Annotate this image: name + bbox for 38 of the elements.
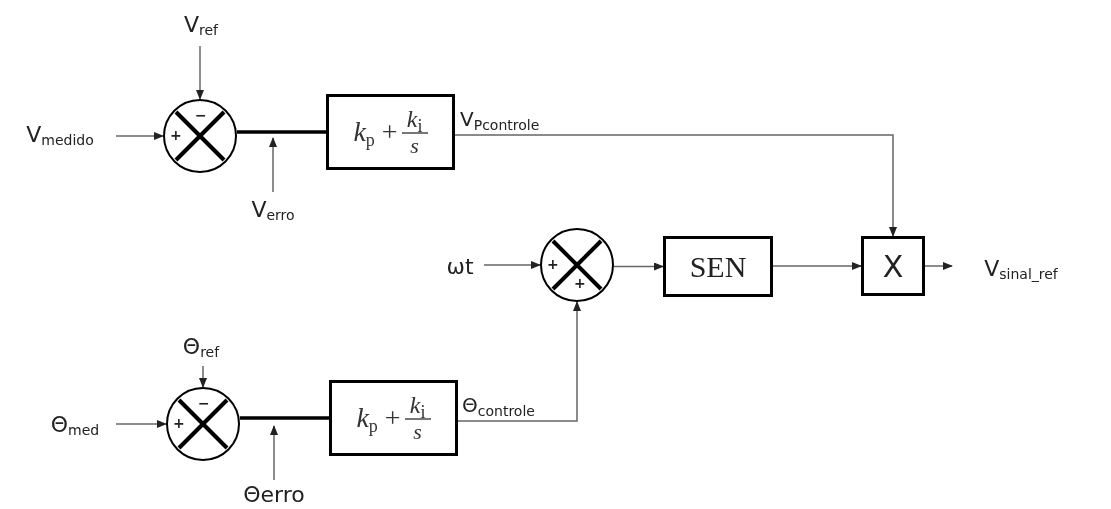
fraction-numerator: k$_{i}$ (406, 107, 423, 131)
arrow (483, 261, 541, 269)
arrow (199, 365, 207, 388)
signal-label: V$_{erro}$ (248, 192, 298, 226)
arrow (115, 420, 167, 428)
sign: − (198, 395, 210, 411)
signal-line (240, 416, 329, 420)
sign: + (170, 127, 182, 143)
function-block: X (861, 236, 925, 296)
fraction-denominator: s (410, 135, 419, 157)
arrow (457, 301, 581, 422)
controller-block (329, 380, 458, 456)
signal-label: Θ$_{ref}$ (176, 330, 226, 362)
sign: + (574, 275, 586, 291)
arrow (924, 262, 953, 270)
arrow (269, 137, 277, 193)
signal-label: V$_{sinal_ref}$ (956, 250, 1086, 286)
fraction-denominator: s (413, 421, 422, 443)
arrow (454, 134, 897, 237)
signal-label: Θ$_{med}$ (38, 406, 112, 442)
arrow (613, 262, 664, 271)
signal-label: ωt (440, 250, 480, 282)
formula-term: k$_{p}$ + (353, 115, 398, 152)
sign: − (195, 107, 207, 123)
arrow (196, 45, 204, 100)
signal-label: V$_{medido}$ (8, 116, 112, 152)
signal-label: Θerro (244, 480, 304, 508)
sign: + (173, 415, 185, 431)
controller-block (326, 94, 455, 170)
sign: + (547, 256, 559, 272)
function-block: SEN (663, 236, 773, 297)
arrow (270, 425, 278, 481)
signal-line (237, 130, 326, 134)
formula-term: k$_{p}$ + (356, 401, 401, 438)
signal-label: V$_{ref}$ (176, 6, 226, 42)
arrow (772, 262, 862, 270)
arrow (115, 132, 164, 140)
fraction-numerator: k$_{i}$ (409, 393, 426, 417)
